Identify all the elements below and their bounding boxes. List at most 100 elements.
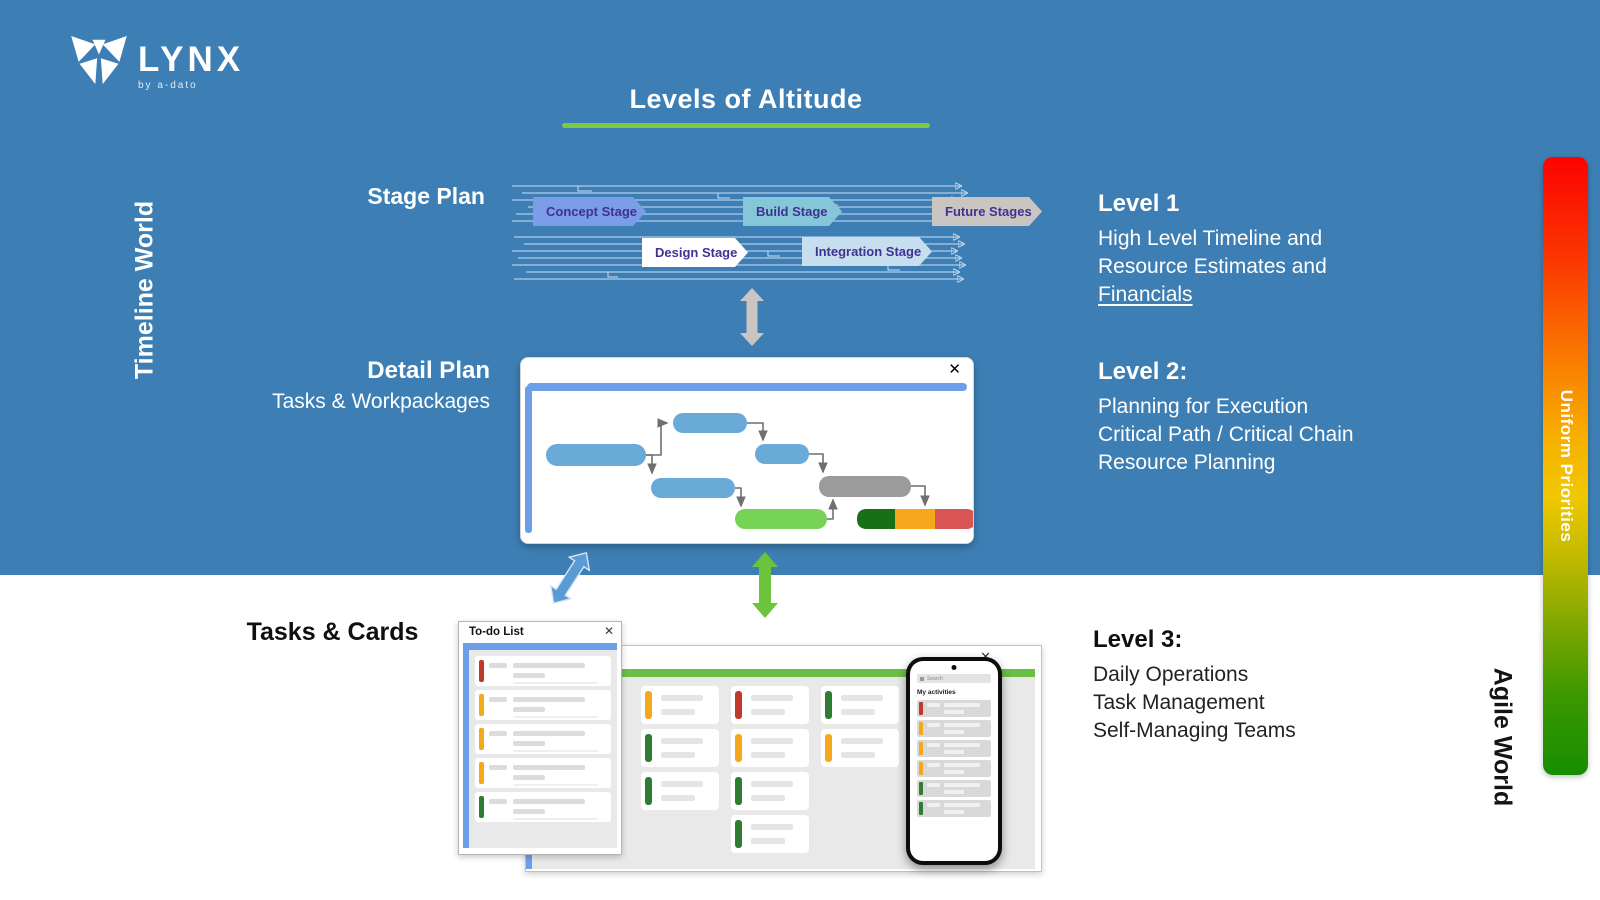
- kanban-card[interactable]: [731, 686, 809, 724]
- placeholder-line: [513, 784, 598, 786]
- placeholder-line: [513, 673, 545, 678]
- activity-row[interactable]: [917, 780, 991, 797]
- placeholder-line: [513, 707, 545, 712]
- placeholder-line: [661, 738, 703, 744]
- placeholder-line: [927, 723, 940, 727]
- placeholder-line: [489, 663, 507, 668]
- kanban-card[interactable]: [731, 815, 809, 853]
- level-3-line: Self-Managing Teams: [1093, 719, 1296, 743]
- financials-link[interactable]: Financials: [1098, 283, 1193, 307]
- placeholder-line: [944, 770, 964, 774]
- search-icon: [920, 676, 924, 681]
- placeholder-line: [944, 783, 980, 787]
- todo-card[interactable]: [475, 758, 611, 788]
- card-priority-bar: [825, 691, 832, 719]
- level-1-heading: Level 1: [1098, 190, 1180, 217]
- card-priority-bar: [735, 734, 742, 762]
- kanban-card[interactable]: [731, 772, 809, 810]
- placeholder-line: [513, 765, 585, 770]
- agile-world-label: Agile World: [1488, 667, 1517, 807]
- kanban-card[interactable]: [821, 686, 899, 724]
- card-priority-bar: [479, 694, 484, 716]
- placeholder-line: [927, 743, 940, 747]
- todo-card[interactable]: [475, 792, 611, 822]
- todo-card[interactable]: [475, 656, 611, 686]
- kanban-accent-bar: [532, 669, 1035, 677]
- placeholder-line: [661, 752, 695, 758]
- kanban-card[interactable]: [731, 729, 809, 767]
- kanban-column: [641, 686, 719, 815]
- stage-chevron-build: Build Stage: [743, 197, 842, 226]
- activity-row[interactable]: [917, 700, 991, 717]
- card-priority-bar: [479, 762, 484, 784]
- stage-chevron-concept: Concept Stage: [533, 197, 646, 226]
- stage-plan-label: Stage Plan: [367, 183, 485, 209]
- placeholder-line: [751, 695, 793, 701]
- placeholder-line: [513, 750, 598, 752]
- placeholder-line: [751, 795, 785, 801]
- placeholder-line: [927, 803, 940, 807]
- card-priority-bar: [919, 702, 923, 715]
- phone-mockup: Search My activities: [906, 657, 1002, 865]
- phone-activity-list: [917, 700, 991, 820]
- placeholder-line: [944, 763, 980, 767]
- task-pill-green: [735, 509, 827, 529]
- placeholder-line: [513, 809, 545, 814]
- brand-name: LYNX: [138, 40, 245, 79]
- page-title: Levels of Altitude: [629, 84, 863, 114]
- placeholder-line: [944, 703, 980, 707]
- card-priority-bar: [479, 660, 484, 682]
- todo-card[interactable]: [475, 690, 611, 720]
- task-pill-gray: [819, 476, 911, 497]
- activity-row[interactable]: [917, 800, 991, 817]
- phone-search-input[interactable]: Search: [917, 674, 991, 683]
- card-priority-bar: [735, 691, 742, 719]
- kanban-card[interactable]: [641, 772, 719, 810]
- stage-chevron-integration: Integration Stage: [802, 237, 932, 266]
- placeholder-line: [661, 795, 695, 801]
- camera-dot-icon: [951, 665, 957, 670]
- placeholder-line: [927, 783, 940, 787]
- placeholder-line: [661, 709, 695, 715]
- placeholder-line: [944, 743, 980, 747]
- card-priority-bar: [645, 777, 652, 805]
- stage-plan-timeline-graphic: [512, 180, 990, 288]
- fever-pill: [857, 509, 973, 529]
- placeholder-line: [944, 803, 980, 807]
- detail-plan-sublabel: Tasks & Workpackages: [272, 390, 490, 413]
- level-2-line: Planning for Execution: [1098, 395, 1309, 418]
- kanban-card[interactable]: [641, 729, 719, 767]
- placeholder-line: [513, 682, 598, 684]
- tasks-cards-label: Tasks & Cards: [246, 618, 419, 646]
- placeholder-line: [927, 703, 940, 707]
- card-priority-bar: [919, 742, 923, 755]
- todo-card[interactable]: [475, 724, 611, 754]
- card-priority-bar: [479, 728, 484, 750]
- placeholder-line: [944, 730, 964, 734]
- stage-chevron-design: Design Stage: [642, 238, 748, 267]
- card-priority-bar: [919, 722, 923, 735]
- close-icon[interactable]: ✕: [603, 624, 614, 638]
- kanban-card[interactable]: [821, 729, 899, 767]
- placeholder-line: [944, 750, 964, 754]
- card-priority-bar: [479, 796, 484, 818]
- close-icon[interactable]: ✕: [948, 361, 961, 378]
- kanban-column: [821, 686, 899, 772]
- activity-row[interactable]: [917, 720, 991, 737]
- activity-row[interactable]: [917, 740, 991, 757]
- level-1-line: Resource Estimates and: [1098, 255, 1327, 279]
- detail-plan-label-block: Detail Plan Tasks & Workpackages: [230, 357, 490, 414]
- card-priority-bar: [919, 802, 923, 815]
- card-priority-bar: [645, 691, 652, 719]
- activity-row[interactable]: [917, 760, 991, 777]
- card-priority-bar: [919, 762, 923, 775]
- placeholder-line: [513, 818, 598, 820]
- level-1-block: Level 1 High Level Timeline and Resource…: [1098, 190, 1428, 309]
- level-1-line: High Level Timeline and: [1098, 227, 1323, 250]
- level-3-heading: Level 3:: [1093, 626, 1183, 653]
- placeholder-line: [944, 810, 964, 814]
- close-icon[interactable]: ✕: [980, 649, 991, 665]
- placeholder-line: [751, 752, 785, 758]
- kanban-card[interactable]: [641, 686, 719, 724]
- placeholder-line: [751, 824, 793, 830]
